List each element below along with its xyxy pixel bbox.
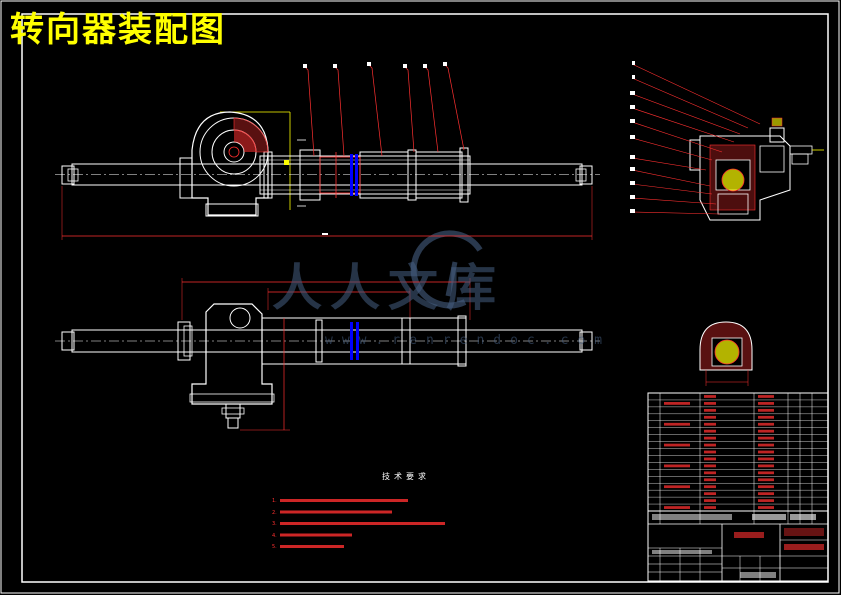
parts-list-cell-mark <box>704 402 716 405</box>
left-rod-end <box>67 168 79 182</box>
parts-list-cell-mark <box>704 485 716 489</box>
parts-list-cell-mark <box>758 395 774 398</box>
parts-list-cell-mark <box>758 478 774 482</box>
pinion-top <box>229 307 251 329</box>
top-view <box>55 278 600 431</box>
housing-tube <box>259 155 471 195</box>
parts-list-cell-mark <box>664 506 690 509</box>
notes-marks <box>280 499 445 548</box>
input-shaft <box>225 403 241 419</box>
front-view <box>55 111 600 240</box>
side-section-balloons <box>630 61 635 213</box>
watermark-text: 人人文库 <box>272 259 504 317</box>
watermark-url: www.renrendoc.com <box>325 333 612 348</box>
right-rod-end <box>575 168 587 182</box>
front-view-balloons <box>303 62 447 68</box>
parts-list-cell-mark <box>704 408 716 412</box>
parts-list-cell-mark <box>704 471 716 475</box>
right-rod-end <box>579 165 593 185</box>
side-section-view <box>689 117 824 221</box>
seal-ring <box>319 156 361 194</box>
parts-list-cell-mark <box>704 499 716 502</box>
pinion-inner <box>223 141 245 163</box>
boot-section <box>359 151 409 199</box>
parts-list-cell-mark <box>758 485 774 489</box>
parts-list-cell-mark <box>704 436 716 440</box>
parts-list-cell-mark <box>704 415 716 419</box>
pinion-hub <box>228 146 240 158</box>
technical-requirements-heading: 技术要求 <box>382 472 430 481</box>
parts-list-cell-mark <box>704 443 716 447</box>
front-view-leaders <box>303 63 465 157</box>
parts-list-cell-mark <box>758 506 774 509</box>
parts-list-cell-mark <box>704 492 716 496</box>
technical-requirements-list: 1. 2. 3. 4. 5. <box>272 496 277 554</box>
technical-requirement-text-mark <box>280 533 352 537</box>
parts-list-cell-mark <box>758 464 774 468</box>
parts-list-cell-mark <box>758 415 774 419</box>
parts-list-cell-mark <box>664 422 690 426</box>
technical-requirement-text-mark <box>280 510 392 514</box>
sheet-inner-border <box>21 13 829 583</box>
parts-list-table <box>647 392 829 524</box>
technical-requirement-text-mark <box>280 545 344 548</box>
gearbox-base <box>205 203 259 217</box>
gearbox-body <box>191 111 269 216</box>
parts-list-cell-mark <box>704 422 716 426</box>
parts-list-cell-mark <box>758 436 774 440</box>
parts-list-cell-mark <box>704 450 716 454</box>
technical-requirement-text-mark <box>280 522 445 525</box>
gearbox-top-body <box>191 303 273 405</box>
parts-list-cell-mark <box>704 429 716 433</box>
boot-section <box>299 149 321 201</box>
parts-list-cell-mark <box>758 422 774 426</box>
parts-list-cell-mark <box>758 429 774 433</box>
technical-requirement-item: 2. <box>272 509 277 516</box>
parts-list-cell-mark <box>704 395 716 398</box>
parts-list-cell-mark <box>704 464 716 468</box>
parts-list-cell-mark <box>704 457 716 461</box>
gearbox-flange <box>179 157 193 199</box>
boot-section <box>415 151 463 199</box>
technical-requirement-item: 4. <box>272 532 277 539</box>
boot-section <box>407 149 417 201</box>
parts-list-cell-mark <box>758 443 774 447</box>
technical-requirement-text-mark <box>280 499 408 502</box>
parts-list-cell-mark <box>664 443 690 447</box>
cross-section-view <box>699 321 753 386</box>
parts-list-cell-mark <box>758 457 774 461</box>
technical-requirement-item: 5. <box>272 544 277 550</box>
parts-list-cell-mark <box>758 492 774 496</box>
dim-mark <box>284 160 289 165</box>
technical-requirement-item: 3. <box>272 521 277 527</box>
title-block <box>647 510 829 582</box>
left-rod-end <box>61 165 75 185</box>
title-block-marks <box>652 514 824 578</box>
blue-mark <box>355 154 358 196</box>
parts-list-cell-mark <box>758 402 774 405</box>
watermark-logo-icon <box>410 230 483 309</box>
blue-mark <box>350 154 353 196</box>
parts-list-cell-mark <box>758 408 774 412</box>
boot-section <box>459 147 469 203</box>
drawing-title: 转向器装配图 <box>10 10 226 50</box>
parts-list-cell-mark <box>664 402 690 405</box>
parts-list-cell-mark <box>758 450 774 454</box>
parts-list-cell-mark <box>704 478 716 482</box>
side-section-leaders <box>631 63 761 215</box>
parts-list-cell-mark <box>664 485 690 489</box>
parts-list-cell-mark <box>758 499 774 502</box>
parts-list-cell-mark <box>704 506 716 509</box>
parts-list-rows <box>648 395 828 509</box>
parts-list-cell-mark <box>758 471 774 475</box>
technical-requirement-item: 1. <box>272 498 277 504</box>
parts-list-cell-mark <box>664 464 690 468</box>
